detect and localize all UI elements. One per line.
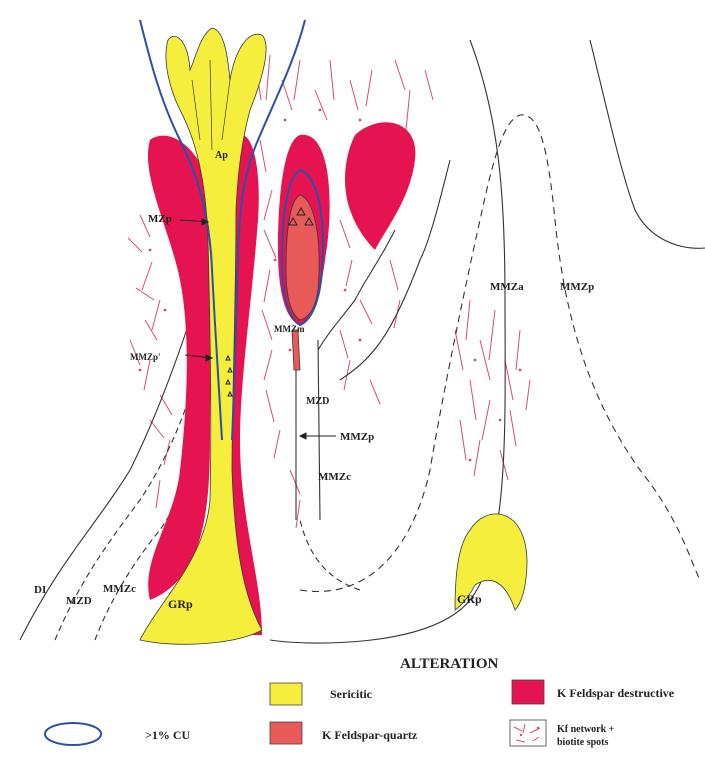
label-mmzp-right: MMZp (560, 281, 594, 293)
label-mzd-center: MZD (306, 396, 329, 407)
label-mmzp-center: MMZp (340, 431, 374, 443)
kf-network-label-line2: biotite spots (557, 737, 609, 748)
k-feldspar-destructive-zones (148, 122, 415, 635)
kf-network-swatch (510, 720, 546, 746)
label-di: DI (34, 584, 46, 596)
label-ap: Ap (215, 150, 228, 161)
label-grp-left: GRp (168, 597, 193, 611)
label-mmzc-left: MMZc (103, 583, 136, 595)
cu-legend-swatch (45, 723, 101, 745)
label-grp-right: GRp (457, 592, 482, 606)
legend: ALTERATION >1% CU Sericitic K Feldspar d… (45, 656, 675, 748)
k-feldspar-quartz-label: K Feldspar-quartz (322, 728, 418, 742)
sericitic-label: Sericitic (330, 687, 373, 701)
k-feldspar-destructive-swatch (512, 680, 544, 704)
sericitic-swatch (270, 683, 302, 705)
kf-network-label-line1: Kf network + (557, 724, 615, 735)
k-feldspar-destructive-label: K Feldspar destructive (557, 686, 675, 700)
label-mmzp-prime: MMZp' (130, 352, 161, 362)
k-feldspar-quartz-swatch (270, 722, 302, 744)
label-mmzc-center: MMZc (318, 471, 351, 483)
cu-legend-label: >1% CU (145, 728, 191, 742)
label-mmzm: MMZm (274, 324, 305, 334)
label-mmza: MMZa (490, 281, 524, 293)
label-mzd-left: MZD (66, 595, 92, 607)
legend-title: ALTERATION (400, 656, 499, 672)
label-mzp: MZp (148, 213, 172, 225)
